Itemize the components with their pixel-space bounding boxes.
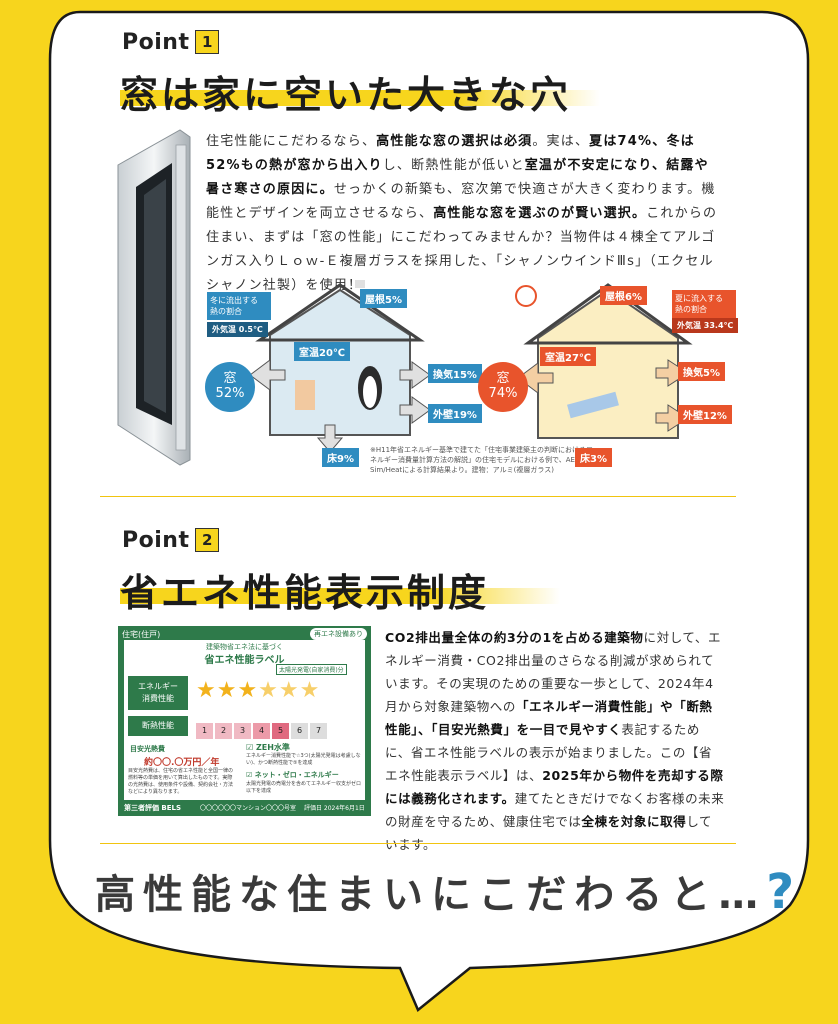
- label-corner: 住宅(住戸): [122, 630, 161, 639]
- p2-text: 建てたときだけでなくお客様の未来の財産を守るため、健康住宅では: [385, 791, 725, 829]
- zeh-note: エネルギー消費性能で☆3つ(太陽光発電は考慮しない)、かつ断熱性能で⑤を達成: [246, 753, 361, 766]
- question-mark: ?: [766, 864, 795, 920]
- cost-title: 目安光熱費: [130, 745, 165, 753]
- p1-text: これからの住まい、まずは「窓の性能」にこだわってみませんか？当物件は４棟全てアル…: [206, 206, 718, 293]
- p2-text: に対して、エネルギー消費・CO2排出量のさらなる削減が求められています。その実現…: [385, 630, 722, 714]
- summer-window-badge: 窓 74%: [478, 362, 528, 412]
- insul-level: 7: [310, 723, 327, 739]
- badge-label: 窓: [496, 371, 510, 386]
- point-text: Point: [122, 30, 190, 55]
- winter-footnote: ※H11年省エネルギー基準で建てた「住宅事業建築主の判断におけるエネルギー消費量…: [370, 446, 594, 474]
- evaluation-date: 評価日 2024年6月1日: [304, 805, 365, 812]
- p1-bold: 夏は74%、冬は52%もの熱が窓から出入り: [206, 134, 695, 173]
- insul-level: 1: [196, 723, 213, 739]
- summer-room-temp: 室温27℃: [540, 347, 597, 366]
- point-text: Point: [122, 528, 190, 553]
- point2-number: 2: [195, 528, 220, 552]
- p2-text: しています。: [385, 814, 713, 852]
- property-name: 〇〇〇〇〇〇マンション〇〇〇号室: [200, 805, 297, 812]
- window-frame-image: [117, 129, 191, 466]
- energy-stars: ★★★★★★: [196, 678, 321, 703]
- winter-wall: 外壁19%: [428, 404, 482, 423]
- net-zero-label: ☑ ネット・ゼロ・エネルギー: [246, 771, 339, 779]
- title-highlight: [120, 90, 600, 106]
- renewable-badge: 再エネ設備あり: [310, 628, 367, 640]
- p1-bold: 高性能な窓を選ぶのが賢い選択。: [433, 206, 647, 221]
- winter-room-temp: 室温20℃: [294, 342, 351, 361]
- zeh-text: ZEH水準: [255, 743, 290, 752]
- p1-text: せっかくの新築も、窓次第で快適さが大きく変わります。機能性とデザインを両立させる…: [206, 182, 716, 221]
- section-divider: [100, 496, 736, 497]
- p1-text: 。実は、: [532, 134, 590, 149]
- winter-vent: 換気15%: [428, 364, 482, 383]
- insul-level: 3: [234, 723, 251, 739]
- p1-bold: 室温が不安定になり、結露や暑さ寒さの原因に。: [206, 158, 709, 197]
- summer-floor: 床3%: [575, 448, 612, 467]
- energy-performance-label: 住宅(住戸) 再エネ設備あり 建築物省エネ法に基づく 省エネ性能ラベル 太陽光発…: [118, 626, 371, 816]
- point1-title: 窓は家に空いた大きな穴: [120, 73, 572, 117]
- point1-paragraph: 住宅性能にこだわるなら、高性能な窓の選択は必須。実は、夏は74%、冬は52%もの…: [206, 130, 718, 298]
- insulation-row-label: 断熱性能: [128, 716, 188, 736]
- point1-number: 1: [195, 30, 220, 54]
- winter-roof: 屋根5%: [360, 289, 407, 308]
- winter-floor: 床9%: [322, 448, 359, 467]
- winter-outside-temp: 外気温 0.5℃: [207, 322, 268, 337]
- title-highlight: [120, 588, 560, 604]
- label-head2: 省エネ性能ラベル: [204, 655, 285, 666]
- insul-level: 6: [291, 723, 308, 739]
- bels-text: 第三者評価 BELS: [124, 804, 182, 812]
- p1-text: 住宅性能にこだわるなら、: [206, 134, 377, 149]
- summer-outside-temp: 外気温 33.4℃: [672, 318, 739, 333]
- zeh-label: ☑ ZEH水準: [246, 743, 290, 752]
- summer-caption: 夏に流入する 熱の割合: [672, 290, 736, 318]
- winter-house-illustration: [249, 280, 431, 453]
- p1-bold: 高性能な窓の選択は必須: [376, 134, 533, 149]
- p1-text: し、断熱性能が低いと: [382, 158, 525, 173]
- label-inner: 建築物省エネ法に基づく 省エネ性能ラベル 太陽光発電(自家消費)分 エネルギー …: [124, 640, 365, 800]
- badge-value: 52%: [215, 386, 245, 401]
- insul-level: 5: [272, 723, 289, 739]
- bottom-headline: 高性能な住まいにこだわると…?: [95, 862, 794, 920]
- summer-vent: 換気5%: [678, 362, 725, 381]
- p2-bold: CO2排出量全体の約3分の1を占める建築物: [385, 630, 644, 645]
- p2-text: 表記するために、省エネ性能ラベルの表示が始まりました。この【省エネ性能表示ラベル…: [385, 722, 713, 783]
- insul-level: 2: [215, 723, 232, 739]
- summer-roof: 屋根6%: [600, 286, 647, 305]
- p2-bold: 「エネルギー消費性能」や「断熱性能」、「目安光熱費」を一目で見やすく: [385, 699, 713, 737]
- insul-level: 4: [253, 723, 270, 739]
- winter-window-badge: 窓 52%: [205, 362, 255, 412]
- energy-row-label: エネルギー 消費性能: [128, 676, 188, 710]
- summer-house-illustration: [515, 283, 693, 439]
- section-divider: [100, 843, 736, 844]
- badge-label: 窓: [223, 371, 237, 386]
- point2-paragraph: CO2排出量全体の約3分の1を占める建築物に対して、エネルギー消費・CO2排出量…: [385, 626, 725, 856]
- cost-value: 約〇〇.〇万円／年: [144, 758, 220, 768]
- badge-value: 74%: [488, 386, 518, 401]
- p2-bold: 2025年から物件を売却する際には義務化されます。: [385, 768, 724, 806]
- solar-note: 太陽光発電(自家消費)分: [276, 664, 347, 675]
- net-text: ネット・ゼロ・エネルギー: [254, 771, 339, 779]
- winter-caption: 冬に流出する 熱の割合: [207, 292, 271, 320]
- net-zero-note: 太陽光発電の売電分を含めてエネルギー収支がゼロ以下を達成: [246, 781, 362, 794]
- bottom-text: 高性能な住まいにこだわると…: [95, 872, 767, 918]
- p2-bold: 全棟を対象に取得: [581, 814, 687, 829]
- point2-title: 省エネ性能表示制度: [120, 571, 490, 615]
- cost-note: 目安光熱費は、住宅の省エネ性能と全国一律の燃料等の単価を用いて算出したものです。…: [128, 768, 234, 795]
- label-head1: 建築物省エネ法に基づく: [206, 643, 283, 651]
- summer-wall: 外壁12%: [678, 405, 732, 424]
